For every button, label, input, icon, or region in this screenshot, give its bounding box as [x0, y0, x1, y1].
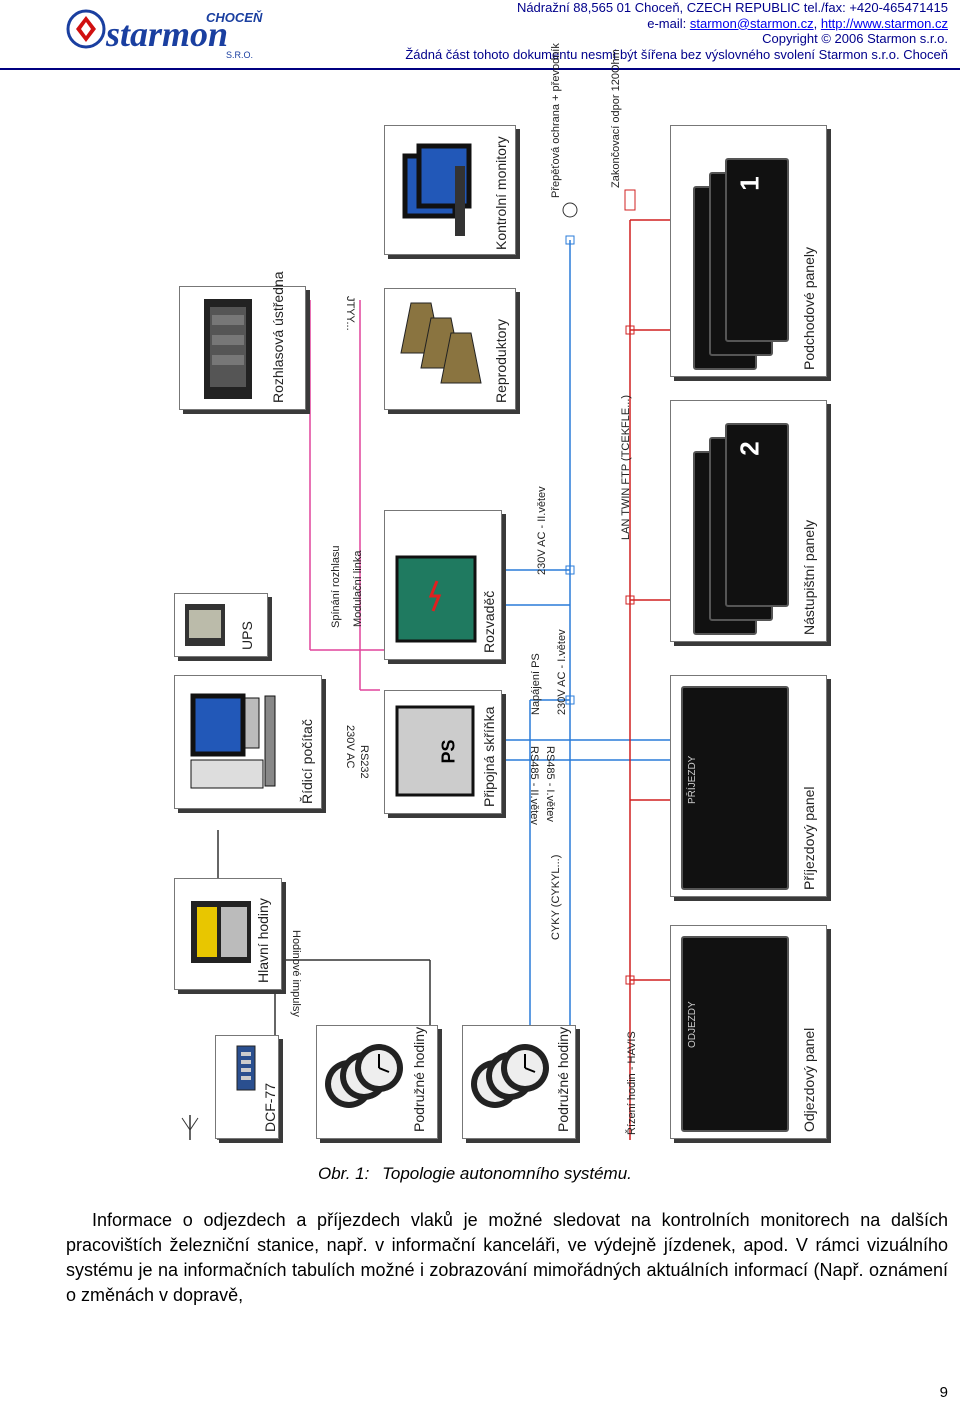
header-rule — [0, 68, 960, 70]
odjezdy-title: ODJEZDY — [687, 1001, 698, 1048]
rs485-vetev-2-label: RS485 - II.větev — [528, 746, 540, 825]
ridici-pocitac-box: Řídicí počítač — [174, 675, 322, 809]
header-contact: Nádražní 88,565 01 Choceň, CZECH REPUBLI… — [405, 0, 948, 62]
caption-text: Topologie autonomního systému. — [382, 1164, 632, 1183]
email-prefix: e-mail: — [647, 15, 687, 31]
cyky-label: CYKY (CYKYL...) — [550, 854, 562, 940]
page-number: 9 — [939, 1384, 948, 1401]
nastupistni-panely-box: 2 Nástupištní panely — [670, 400, 827, 642]
platform-number: 2 — [734, 441, 765, 456]
master-clock-icon — [191, 901, 251, 963]
logo-city: CHOCEŇ — [206, 10, 263, 25]
podchodove-panely-label: Podchodové panely — [801, 247, 817, 370]
nastupistni-panely-label: Nástupištní panely — [801, 519, 817, 635]
website-link[interactable]: http://www.starmon.cz — [820, 15, 948, 31]
email-link[interactable]: starmon@starmon.cz — [689, 15, 814, 31]
zakoncovaci-odpor-label: Zakončovací odpor 120Ohm — [610, 49, 622, 188]
switchboard-icon — [395, 555, 477, 643]
podruzne-hodiny-2-box: Podružné hodiny — [462, 1025, 576, 1139]
ac-vetev-1-label: 230V AC - I.větev — [556, 629, 568, 715]
reproduktory-label: Reproduktory — [493, 318, 509, 403]
dcf77-label: DCF-77 — [262, 1082, 278, 1132]
ps-cabinet-icon — [395, 705, 475, 797]
address-line: Nádražní 88,565 01 Choceň, CZECH REPUBLI… — [516, 0, 948, 15]
contact-line: e-mail: starmon@starmon.cz, http://www.s… — [647, 15, 948, 31]
kontrolni-monitory-box: Kontrolní monitory — [384, 125, 516, 255]
clocks-icon-1 — [325, 1044, 403, 1108]
pripojna-skrinka-label: Připojná skříňka — [481, 706, 497, 807]
underpass-number: 1 — [734, 176, 765, 191]
logo-suffix: S.R.O. — [226, 50, 253, 60]
ups-label: UPS — [239, 621, 255, 650]
rozvadec-box: Rozvaděč — [384, 510, 502, 660]
ups-box: UPS — [174, 593, 268, 657]
podruzne-hodiny-1-label: Podružné hodiny — [411, 1026, 427, 1132]
arrival-board: PŘÍJEZDY — [681, 686, 789, 890]
odjezdovy-panel-label: Odjezdový panel — [801, 1027, 817, 1132]
monitors-icon — [402, 143, 472, 236]
ac-vetev-2-label: 230V AC - II.větev — [536, 486, 548, 575]
platform-board-1: 2 — [725, 423, 789, 607]
body-text: Informace o odjezdech a příjezdech vlaků… — [66, 1208, 948, 1308]
figure-caption: Obr. 1: Topologie autonomního systému. — [318, 1164, 640, 1184]
lan-label: LAN TWIN FTP (TCEKFLE...) — [620, 394, 632, 540]
kontrolni-monitory-label: Kontrolní monitory — [493, 136, 509, 250]
prijezdovy-panel-box: PŘÍJEZDY Příjezdový panel — [670, 675, 827, 897]
paragraph: Informace o odjezdech a příjezdech vlaků… — [66, 1210, 948, 1305]
ridici-pocitac-label: Řídicí počítač — [299, 719, 315, 804]
rozvadec-label: Rozvaděč — [481, 590, 497, 653]
pripojna-skrinka-box: PS Připojná skříňka — [384, 690, 502, 814]
rozhlasova-ustredna-label: Rozhlasová ústředna — [270, 271, 286, 403]
spinani-rozhlasu-label: Spínání rozhlasu — [330, 545, 342, 628]
prijezdovy-panel-label: Příjezdový panel — [801, 786, 817, 890]
reproduktory-box: Reproduktory — [384, 288, 516, 410]
departure-board: ODJEZDY — [681, 936, 789, 1132]
rizeni-hodin-label: Řízení hodin - HAVIS — [626, 1031, 638, 1135]
computer-icon — [190, 693, 276, 789]
caption-label: Obr. 1: — [318, 1164, 370, 1183]
napajeni-ps-label: Napájení PS — [530, 653, 542, 715]
rs485-vetev-1-label: RS485 - I.větev — [544, 746, 556, 822]
amplifier-rack-icon — [204, 299, 252, 399]
rs232-label: RS232 — [358, 745, 370, 779]
speakers-icon — [400, 302, 482, 384]
odjezdovy-panel-box: ODJEZDY Odjezdový panel — [670, 925, 827, 1139]
modulacni-linka-label: Modulační linka — [352, 550, 364, 627]
podchodove-panely-box: 1 Podchodové panely — [670, 125, 827, 377]
notice-line: Žádná část tohoto dokumentu nesmí být ší… — [405, 46, 948, 62]
hodinove-impulsy-label: Hodinové impulsy — [290, 930, 302, 1017]
podruzne-hodiny-2-label: Podružné hodiny — [555, 1026, 571, 1132]
logo-brand: starmon — [105, 14, 228, 54]
ps-label: PS — [438, 739, 459, 764]
podruzne-hodiny-1-box: Podružné hodiny — [316, 1025, 438, 1139]
hlavni-hodiny-label: Hlavní hodiny — [255, 898, 271, 983]
rozhlasova-ustredna-box: Rozhlasová ústředna — [179, 271, 306, 410]
prijezdy-title: PŘÍJEZDY — [687, 755, 698, 804]
dcf77-box: DCF-77 — [215, 1035, 279, 1139]
ups-icon — [185, 604, 225, 646]
clocks-icon-2 — [471, 1044, 549, 1108]
topology-diagram: DCF-77 Podružné hodiny Podružné hodiny H… — [170, 43, 830, 1145]
ac230-label: 230V AC — [344, 725, 356, 769]
copyright-line: Copyright © 2006 Starmon s.r.o. — [762, 31, 948, 46]
jtyy-label: JTYY... — [344, 296, 356, 331]
hlavni-hodiny-box: Hlavní hodiny — [174, 878, 282, 990]
company-logo: starmon CHOCEŇ S.R.O. — [66, 4, 266, 62]
receiver-icon — [236, 1045, 256, 1091]
prepetova-ochrana-label: Přepěťová ochrana + převodník — [550, 43, 562, 198]
underpass-board-1: 1 — [725, 158, 789, 342]
